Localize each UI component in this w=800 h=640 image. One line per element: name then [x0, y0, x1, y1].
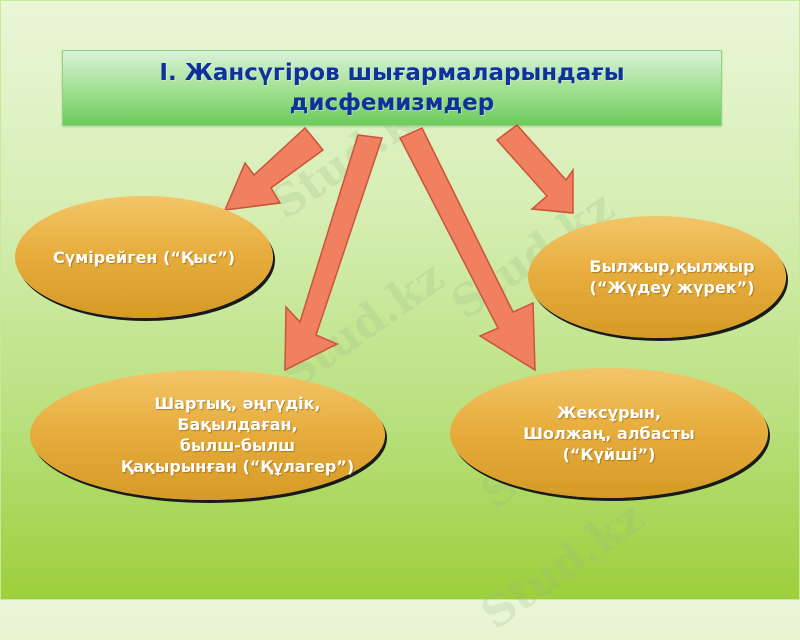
node-kulager-line-3: былш-былш	[179, 436, 296, 455]
slide-title-box: І. Жансүгіров шығармаларындағы дисфемизм…	[62, 50, 722, 126]
arrow-down-left-long-icon	[284, 134, 384, 372]
node-kulager-line-1: Шартық, әңгүдік,	[154, 394, 321, 413]
slide-title-line-2: дисфемизмдер	[289, 90, 495, 116]
node-kuishi-line-1: Жексұрын,	[556, 402, 662, 422]
node-kulager-line-4: Қақырынған (“Құлагер”)	[120, 457, 355, 476]
arrow-down-left-icon	[223, 126, 325, 211]
slide-title-line-1: І. Жансүгіров шығармаларындағы	[159, 60, 625, 86]
arrow-down-right-long-icon	[398, 127, 536, 372]
node-kulager-line-2: Бақылдаған,	[177, 415, 298, 434]
node-zhudeu-zhurek: Былжыр,қылжыр (“Жүдеу жүрек”)	[528, 216, 786, 338]
node-kuishi-line-2: Шолжаң, албасты	[523, 423, 695, 443]
arrow-down-right-icon	[495, 123, 574, 214]
node-kys-text: Сүмірейген (“Қыс”)	[52, 247, 236, 267]
node-zhudeu-zhurek-line-1: Былжыр,қылжыр	[589, 257, 755, 276]
node-kuishi: Жексұрын, Шолжаң, албасты (“Күйші”)	[450, 368, 768, 498]
node-kuishi-line-3: (“Күйші”)	[562, 444, 656, 464]
node-kulager: Шартық, әңгүдік, Бақылдаған, былш-былш Қ…	[30, 370, 385, 500]
node-zhudeu-zhurek-line-2: (“Жүдеу жүрек”)	[589, 278, 755, 297]
arrows-layer	[223, 123, 574, 372]
node-kys: Сүмірейген (“Қыс”)	[15, 196, 273, 318]
